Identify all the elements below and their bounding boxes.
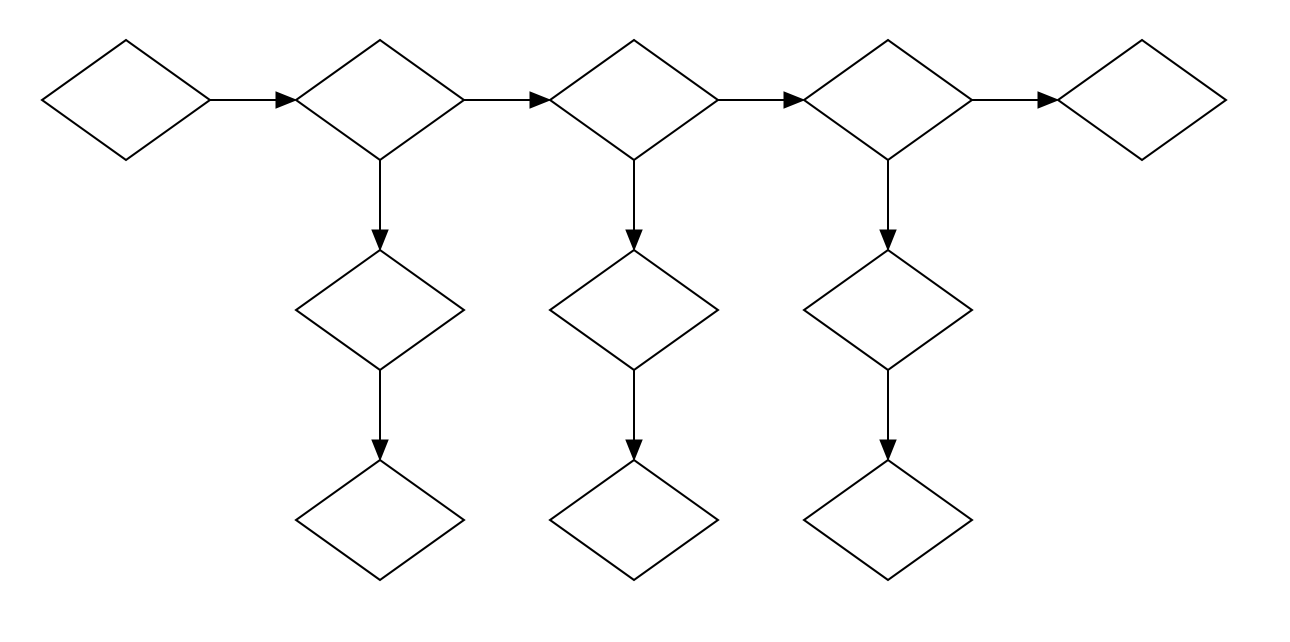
diamond-node-n2b: [294, 458, 466, 582]
edge-n2-n3: [464, 91, 552, 109]
diamond-node-n3b: [548, 458, 720, 582]
arrowhead-icon: [371, 439, 389, 462]
edge-n3a-n3b: [625, 370, 643, 462]
diamond-node-n3a: [548, 248, 720, 372]
arrowhead-icon: [529, 91, 552, 109]
diamond-node-n2: [294, 38, 466, 162]
edges-layer: [210, 91, 1060, 462]
arrowhead-icon: [275, 91, 298, 109]
edge-n2a-n2b: [371, 370, 389, 462]
edge-n1-n2: [210, 91, 298, 109]
arrowhead-icon: [625, 439, 643, 462]
arrowhead-icon: [1037, 91, 1060, 109]
nodes-layer: [40, 38, 1228, 582]
diamond-node-n4a: [802, 248, 974, 372]
diamond-node-n2a: [294, 248, 466, 372]
diamond-node-n1: [40, 38, 212, 162]
diamond-node-n4b: [802, 458, 974, 582]
edge-n4-n4a: [879, 160, 897, 252]
edge-n4a-n4b: [879, 370, 897, 462]
diamond-node-n4: [802, 38, 974, 162]
arrowhead-icon: [625, 229, 643, 252]
arrowhead-icon: [371, 229, 389, 252]
edge-n3-n3a: [625, 160, 643, 252]
diamond-node-n3: [548, 38, 720, 162]
arrowhead-icon: [783, 91, 806, 109]
arrowhead-icon: [879, 439, 897, 462]
edge-n2-n2a: [371, 160, 389, 252]
arrowhead-icon: [879, 229, 897, 252]
diamond-node-n5: [1056, 38, 1228, 162]
edge-n4-n5: [972, 91, 1060, 109]
edge-n3-n4: [718, 91, 806, 109]
